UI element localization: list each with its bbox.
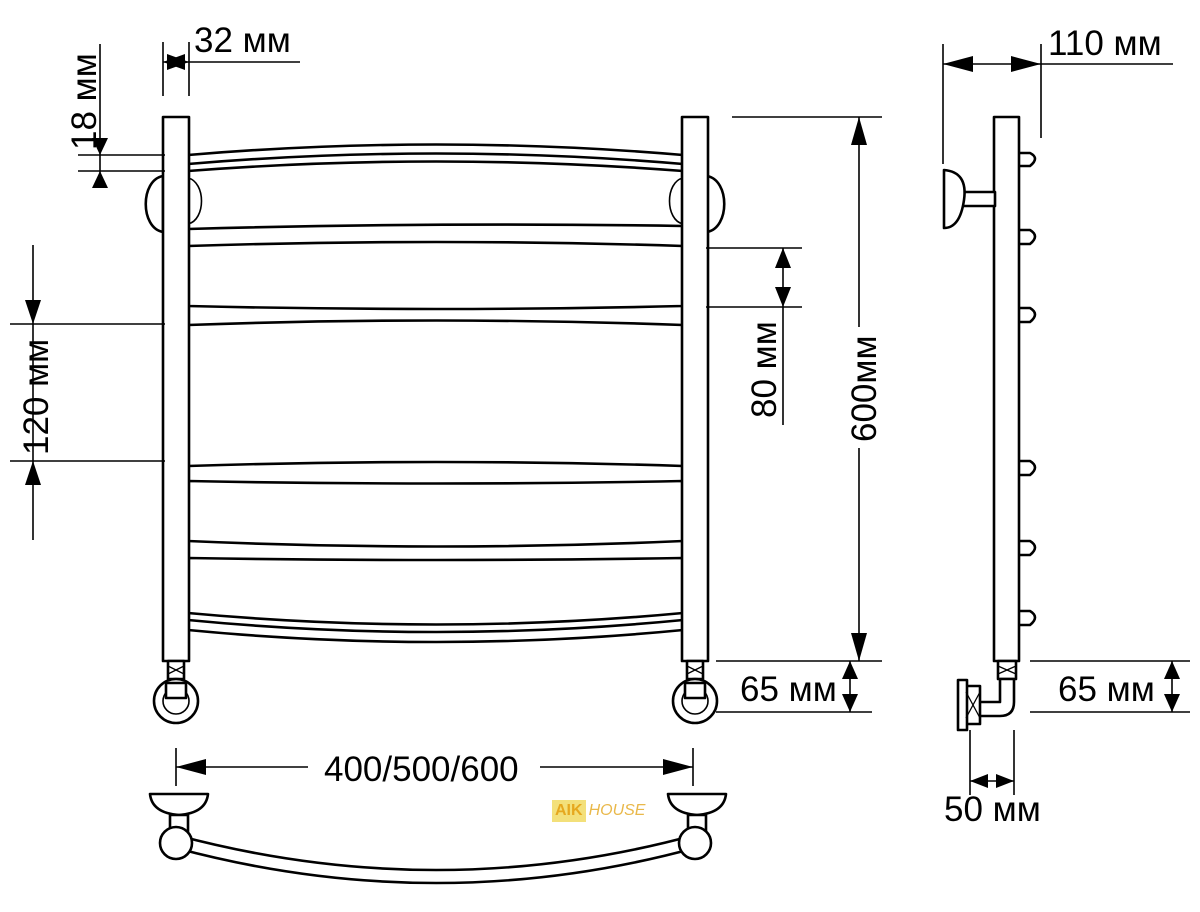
top-view-left-pipe — [158, 825, 194, 861]
right-bracket-arc — [668, 177, 684, 225]
dim-connection-height-front: 65 мм — [740, 670, 837, 709]
dim-connection-height-side: 65 мм — [1058, 670, 1155, 709]
brand-logo-part2: HOUSE — [588, 802, 646, 819]
top-view-right-pipe — [677, 825, 713, 861]
top-view — [148, 792, 728, 885]
brand-logo: AIK HOUSE — [552, 799, 645, 823]
side-view — [942, 115, 1037, 732]
dim-wall-distance: 110 мм — [1048, 24, 1162, 63]
dim-section-spacing: 120 мм — [17, 339, 56, 455]
side-view-bar-stubs — [1016, 151, 1037, 627]
left-wall-bracket — [144, 174, 165, 234]
brand-logo-part1: AIK — [552, 800, 586, 822]
top-view-rail — [174, 833, 697, 885]
side-view-connector — [956, 659, 1018, 732]
right-pipe — [680, 115, 710, 663]
rail-3 — [186, 240, 685, 311]
left-fitting — [152, 659, 200, 725]
dim-total-height: 600мм — [845, 335, 884, 442]
rail-6 — [186, 556, 685, 626]
rail-2 — [186, 160, 685, 231]
left-bracket-arc — [187, 177, 203, 225]
top-view-right-bracket — [666, 792, 728, 817]
dim-width-options: 400/500/600 — [324, 750, 519, 789]
rail-4 — [186, 319, 685, 468]
dim-pipe-width: 32 мм — [194, 21, 291, 60]
dim-connection-offset: 50 мм — [944, 790, 1041, 829]
dim-bar-thickness: 18 мм — [65, 53, 104, 150]
front-view — [144, 115, 726, 725]
side-dimensions: 110 мм 65 мм 50 мм — [942, 24, 1190, 829]
top-view-left-bracket — [148, 792, 210, 817]
left-pipe — [161, 115, 191, 663]
right-wall-bracket — [705, 174, 726, 234]
right-fitting — [671, 659, 719, 725]
dim-bar-gap: 80 мм — [745, 321, 784, 418]
side-view-wall-mount — [942, 168, 966, 230]
side-view-pipe — [992, 115, 1021, 663]
front-dimensions: 32 мм 18 мм 120 мм 80 мм 600мм — [10, 21, 884, 789]
rail-5 — [186, 479, 685, 548]
